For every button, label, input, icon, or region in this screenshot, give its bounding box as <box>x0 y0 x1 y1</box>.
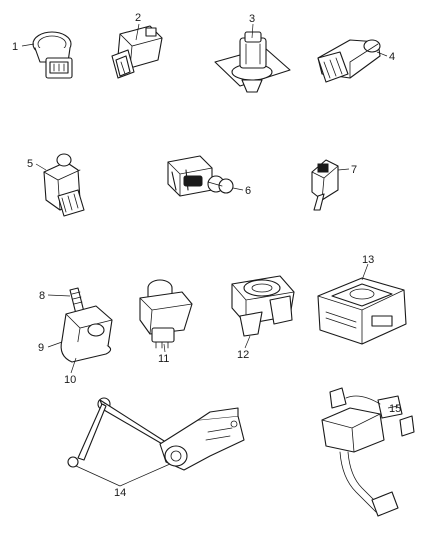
part-5-vertical-sensor <box>43 153 85 217</box>
callout-11: 11 <box>158 353 169 365</box>
leader-lines <box>21 23 399 487</box>
callout-12: 12 <box>237 349 249 361</box>
callout-5: 5 <box>27 158 33 170</box>
callout-9: 9 <box>38 342 44 354</box>
part-8-10-tpms-sensor <box>60 287 113 363</box>
part-11-cylinder-sensor <box>139 279 193 349</box>
part-2-block-sensor <box>111 25 163 79</box>
part-3-flange-sensor <box>214 31 291 93</box>
callout-labels: 1 2 3 4 5 6 7 8 9 10 11 12 13 14 15 <box>12 12 401 499</box>
part-13-control-module <box>317 277 407 345</box>
callout-7: 7 <box>351 164 357 176</box>
part-15-harness-sensor <box>321 387 415 517</box>
part-6-brake-switch <box>167 155 234 197</box>
callout-14: 14 <box>114 487 126 499</box>
callout-15: 15 <box>389 403 401 415</box>
part-4-connector-sensor <box>317 39 381 83</box>
callout-13: 13 <box>362 254 374 266</box>
callout-10: 10 <box>64 374 76 386</box>
part-1-round-sensor <box>32 31 73 79</box>
part-7-small-switch <box>311 159 339 211</box>
part-12-rotary-sensor <box>231 275 295 337</box>
callout-2: 2 <box>135 12 141 24</box>
part-14-height-sensor <box>67 397 245 471</box>
callout-1: 1 <box>12 41 18 53</box>
callout-6: 6 <box>245 185 251 197</box>
callout-4: 4 <box>389 51 395 63</box>
callout-8: 8 <box>39 290 45 302</box>
callout-3: 3 <box>249 13 255 25</box>
